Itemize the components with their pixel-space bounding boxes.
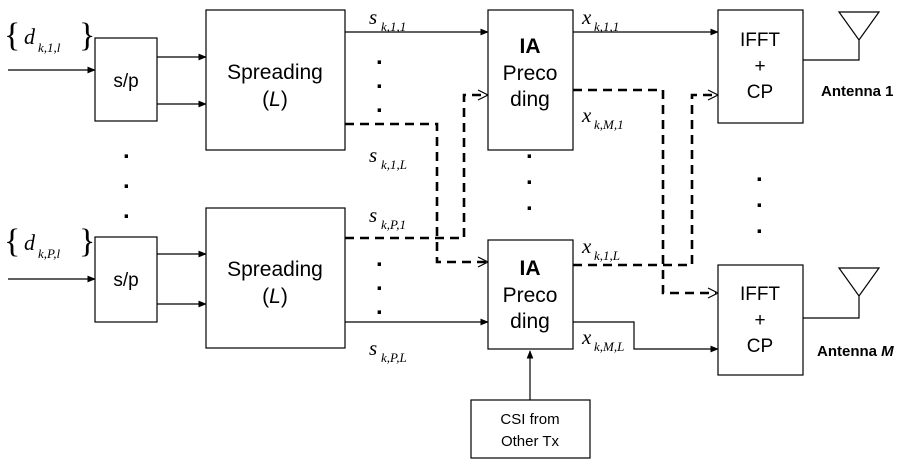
svg-text:k,P,L: k,P,L <box>381 350 407 365</box>
svg-text:Spreading: Spreading <box>227 61 323 84</box>
svg-text:s: s <box>369 5 377 29</box>
svg-text:.: . <box>526 189 533 216</box>
dashed-x-k1L-to-ifft-top <box>573 93 716 267</box>
svg-text:IA: IA <box>520 257 541 280</box>
csi-block: CSI from Other Tx <box>470 399 591 459</box>
svg-text:s: s <box>369 143 377 167</box>
svg-text:CP: CP <box>747 82 773 103</box>
dashed-s-k1L-to-ia-bottom <box>345 122 486 264</box>
svg-text:.: . <box>123 167 130 194</box>
signal-s-kP1: s k,P,1 <box>369 203 406 232</box>
antenna-M-icon <box>803 267 881 319</box>
signal-s-k11: s k,1,1 <box>369 5 406 34</box>
svg-text:k,1,1: k,1,1 <box>594 19 619 34</box>
brace-close: } <box>79 223 95 260</box>
svg-text:x: x <box>581 103 592 127</box>
svg-text:(L): (L) <box>262 88 288 111</box>
svg-text:k,M,1: k,M,1 <box>594 117 624 132</box>
dashed-s-kP1-to-ia-top <box>345 93 486 240</box>
svg-text:s: s <box>369 203 377 227</box>
arrow-x-kML <box>573 321 719 353</box>
signal-s-kPL: s k,P,L <box>369 336 407 365</box>
ifft-cp-block-top: IFFT + CP <box>717 9 804 124</box>
input-symbol: d <box>24 230 36 255</box>
svg-text:.: . <box>376 293 383 320</box>
svg-text:Preco: Preco <box>503 62 558 85</box>
svg-text:.: . <box>376 43 383 70</box>
ia-precoding-block-top: IA Preco ding <box>487 9 574 151</box>
svg-text:.: . <box>376 269 383 296</box>
spreading-block-top: Spreading (L) <box>205 9 346 151</box>
ellipsis-ia: . . . <box>526 137 533 216</box>
signal-s-k1L: s k,1,L <box>369 143 407 172</box>
svg-text:CP: CP <box>747 336 773 357</box>
svg-text:k,1,L: k,1,L <box>594 248 620 263</box>
antenna-1-icon <box>803 11 881 61</box>
svg-text:k,P,1: k,P,1 <box>381 217 406 232</box>
svg-text:.: . <box>756 160 763 187</box>
svg-text:s: s <box>369 336 377 360</box>
brace-open: { <box>4 17 20 54</box>
svg-text:k,1,L: k,1,L <box>381 157 407 172</box>
svg-text:IFFT: IFFT <box>740 30 780 51</box>
svg-text:IA: IA <box>520 35 541 58</box>
signal-x-kM1: x k,M,1 <box>581 103 624 132</box>
ellipsis-left: . . . <box>123 137 130 224</box>
input-symbol: d <box>24 24 36 49</box>
svg-text:ding: ding <box>510 310 550 333</box>
svg-text:.: . <box>123 137 130 164</box>
svg-text:.: . <box>526 163 533 190</box>
svg-text:.: . <box>376 67 383 94</box>
brace-close: } <box>79 17 95 54</box>
ellipsis-ifft: . . . <box>756 160 763 239</box>
antenna-M-label: Antenna M <box>817 343 894 360</box>
ia-precoding-block-bottom: IA Preco ding <box>487 239 574 350</box>
ellipsis-s-top: . . . <box>376 43 383 118</box>
svg-text:s/p: s/p <box>113 270 138 291</box>
svg-text:ding: ding <box>510 88 550 111</box>
svg-text:(L): (L) <box>262 285 288 308</box>
antenna-1-label: Antenna 1 <box>821 83 894 100</box>
sp-block-bottom: s/p <box>94 236 158 323</box>
sp-block-top: s/p <box>94 37 158 122</box>
svg-text:.: . <box>376 245 383 272</box>
dashed-x-kM1-to-ifft-bottom <box>573 88 716 295</box>
svg-text:Preco: Preco <box>503 284 558 307</box>
signal-x-k11: x k,1,1 <box>581 5 619 34</box>
svg-text:s/p: s/p <box>113 71 138 92</box>
svg-text:.: . <box>756 212 763 239</box>
spreading-block-bottom: Spreading (L) <box>205 207 346 349</box>
svg-text:x: x <box>581 325 592 349</box>
svg-text:.: . <box>123 197 130 224</box>
svg-text:.: . <box>756 186 763 213</box>
input-subscript: k,P,l <box>38 246 61 261</box>
svg-text:+: + <box>754 56 765 77</box>
svg-text:.: . <box>376 91 383 118</box>
svg-text:k,1,1: k,1,1 <box>381 19 406 34</box>
input-label-top: { d k,1,l } <box>4 17 95 55</box>
signal-x-kML: x k,M,L <box>581 325 624 354</box>
svg-text:Spreading: Spreading <box>227 258 323 281</box>
svg-text:CSI from: CSI from <box>500 411 559 428</box>
signal-x-k1L: x k,1,L <box>581 234 620 263</box>
input-label-bottom: { d k,P,l } <box>4 223 95 261</box>
ifft-cp-block-bottom: IFFT + CP <box>717 264 804 376</box>
dashed-arrowhead <box>707 287 720 299</box>
ellipsis-s-bottom: . . . <box>376 245 383 320</box>
input-subscript: k,1,l <box>38 40 61 55</box>
svg-text:IFFT: IFFT <box>740 284 780 305</box>
brace-open: { <box>4 223 20 260</box>
svg-text:x: x <box>581 5 592 29</box>
svg-text:Other Tx: Other Tx <box>501 433 560 450</box>
svg-text:+: + <box>754 310 765 331</box>
svg-text:x: x <box>581 234 592 258</box>
svg-text:k,M,L: k,M,L <box>594 339 624 354</box>
svg-text:.: . <box>526 137 533 164</box>
